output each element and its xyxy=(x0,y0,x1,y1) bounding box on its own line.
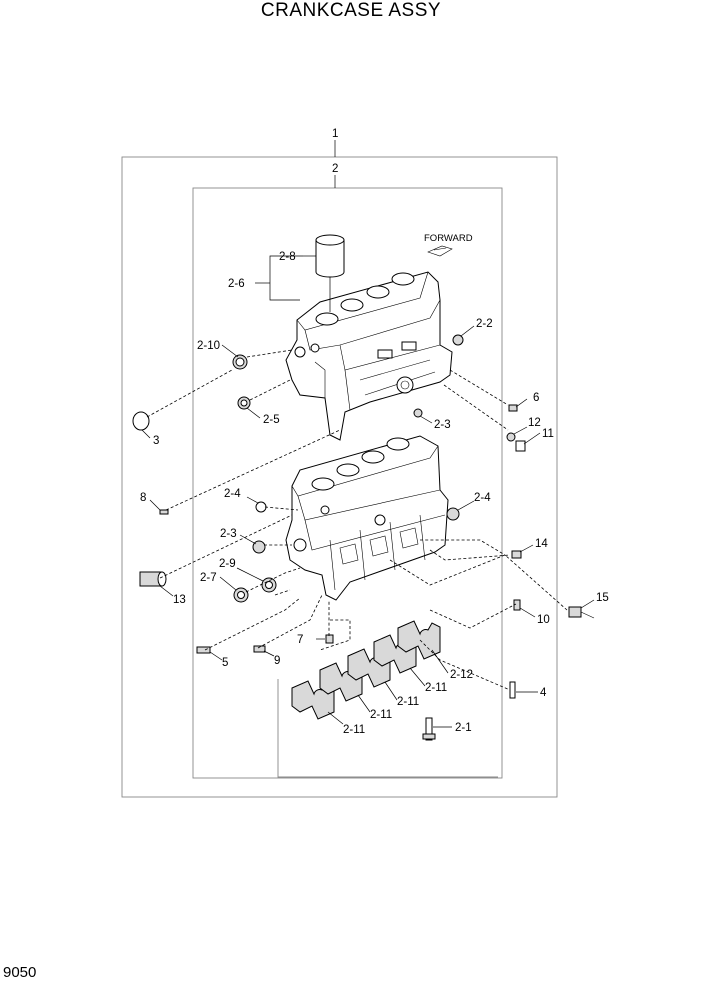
callout-10: 10 xyxy=(537,614,550,626)
plug-2-2 xyxy=(452,334,464,346)
callout-4: 4 xyxy=(540,687,547,699)
callout-2-11-d: 2-11 xyxy=(425,682,447,694)
callout-12: 12 xyxy=(528,417,541,429)
callout-2-2: 2-2 xyxy=(476,318,493,330)
bearing-cap-2-12 xyxy=(397,620,441,660)
plug-3 xyxy=(132,411,150,431)
lower-crankcase-block xyxy=(285,435,449,601)
bushing-2-3-lower xyxy=(252,540,266,554)
bearing-group-frame xyxy=(277,679,498,778)
assembly-2-frame xyxy=(192,187,503,779)
callout-14: 14 xyxy=(535,538,548,550)
callout-2-8: 2-8 xyxy=(279,251,296,263)
callout-2-12: 2-12 xyxy=(450,669,473,681)
cylinder-liner xyxy=(315,234,345,278)
callout-6: 6 xyxy=(533,392,539,404)
forward-arrow-icon xyxy=(427,245,453,257)
bushing-2-7 xyxy=(233,587,249,603)
callout-1: 1 xyxy=(332,128,338,140)
callout-2-4-left: 2-4 xyxy=(224,488,241,500)
stud-10 xyxy=(513,599,521,611)
callout-2-7: 2-7 xyxy=(200,572,217,584)
callout-2: 2 xyxy=(332,163,338,175)
bushing-2-4-left xyxy=(255,501,267,513)
sensor-15 xyxy=(568,606,595,619)
bushing-2-9 xyxy=(261,577,277,593)
washer-12-and-bolt-11 xyxy=(506,432,526,452)
page-number: 9050 xyxy=(3,964,37,981)
callout-2-5: 2-5 xyxy=(263,414,280,426)
upper-crankcase-block xyxy=(285,271,453,441)
callout-5: 5 xyxy=(222,657,228,669)
plug-2-3-upper xyxy=(413,408,423,418)
pin-4 xyxy=(509,681,516,699)
pin-8 xyxy=(159,509,169,515)
page-title: CRANKCASE ASSY xyxy=(260,0,442,21)
callout-2-11-a: 2-11 xyxy=(343,724,365,736)
plug-14 xyxy=(511,550,522,559)
callout-11: 11 xyxy=(542,428,554,440)
callout-2-3-upper: 2-3 xyxy=(434,419,451,431)
callout-13: 13 xyxy=(173,594,186,606)
callout-2-11-c: 2-11 xyxy=(397,696,419,708)
plug-9 xyxy=(253,645,266,653)
callout-2-10: 2-10 xyxy=(197,340,220,352)
callout-15: 15 xyxy=(596,592,609,604)
callout-9: 9 xyxy=(274,655,280,667)
bushing-2-5 xyxy=(237,396,251,410)
forward-label: FORWARD xyxy=(424,233,473,244)
plug-7 xyxy=(325,634,334,644)
plug-6 xyxy=(508,404,518,412)
bushing-2-10 xyxy=(232,354,248,370)
callout-2-11-b: 2-11 xyxy=(370,709,392,721)
assembly-1-frame xyxy=(121,156,558,798)
callout-2-1: 2-1 xyxy=(455,722,472,734)
callout-2-9: 2-9 xyxy=(219,558,236,570)
callout-2-3-lower: 2-3 xyxy=(220,528,237,540)
callout-3: 3 xyxy=(153,435,159,447)
callout-7: 7 xyxy=(297,634,303,646)
bushing-2-4-right xyxy=(446,507,460,521)
pin-5 xyxy=(196,646,211,654)
callout-8: 8 xyxy=(140,492,146,504)
bolt-2-1 xyxy=(422,717,436,741)
callout-2-4-right: 2-4 xyxy=(474,492,491,504)
callout-2-6: 2-6 xyxy=(228,278,245,290)
plug-13 xyxy=(139,571,167,587)
